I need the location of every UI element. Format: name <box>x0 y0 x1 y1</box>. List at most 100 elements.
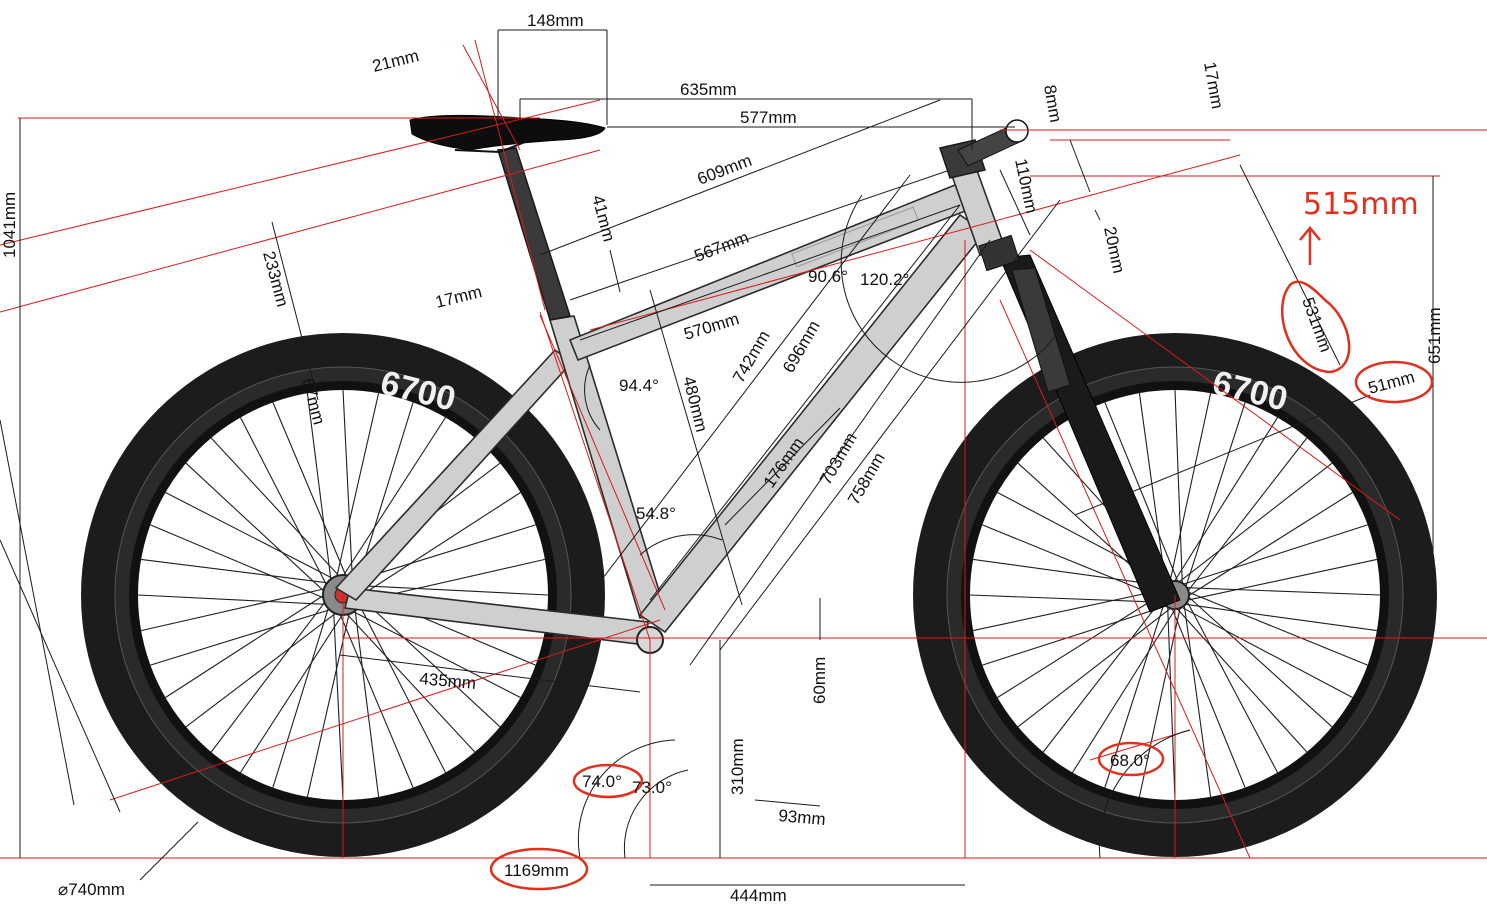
frame <box>334 114 1181 654</box>
spoke <box>141 558 330 584</box>
spoke <box>1186 601 1278 773</box>
spoke <box>1188 596 1333 728</box>
label-651mm: 651mm <box>1425 307 1444 364</box>
spoke <box>338 612 414 788</box>
spoke <box>360 492 521 596</box>
label-758mm: 758mm <box>844 449 889 508</box>
angle-labels: 90.6° 120.2° 94.4° 54.8° 74.0° 73.0° 68.… <box>582 267 1150 797</box>
label-angle-73: 73.0° <box>632 778 672 797</box>
saddle <box>409 114 606 151</box>
spoke <box>210 600 327 753</box>
spoke <box>272 606 330 788</box>
spoke <box>354 608 380 797</box>
spoke <box>1176 608 1308 753</box>
spoke <box>1174 417 1278 582</box>
spoke <box>360 597 501 728</box>
label-742mm: 742mm <box>729 327 774 386</box>
rear-spokes <box>137 389 549 801</box>
spoke <box>1138 393 1167 585</box>
circle-1169 <box>489 847 589 891</box>
spoke <box>982 524 1162 599</box>
spoke <box>140 587 327 632</box>
handwritten-highlights: 515mm <box>489 187 1434 891</box>
spoke <box>1187 437 1308 591</box>
label-41mm: 41mm <box>588 193 619 244</box>
spoke <box>1188 492 1353 596</box>
spoke <box>982 605 1167 666</box>
label-480mm: 480mm <box>679 374 711 434</box>
dim-609-line <box>539 99 941 256</box>
spoke <box>1183 524 1368 585</box>
label-635mm: 635mm <box>680 80 737 99</box>
label-17mm-top: 17mm <box>1200 60 1227 110</box>
spoke <box>335 392 380 579</box>
seatpost <box>497 147 571 321</box>
label-577mm: 577mm <box>740 108 797 127</box>
spoke <box>1179 462 1333 583</box>
spoke <box>342 417 446 578</box>
label-21mm: 21mm <box>370 46 420 76</box>
spoke <box>997 594 1162 698</box>
spoke <box>150 608 332 666</box>
circle-74 <box>572 763 644 799</box>
arrow-up-icon <box>1299 226 1321 265</box>
label-696mm: 696mm <box>779 317 824 376</box>
spoke <box>210 437 341 578</box>
spoke <box>358 585 549 596</box>
label-angle-94-4: 94.4° <box>619 376 659 395</box>
spoke <box>1042 599 1163 753</box>
spoke <box>973 558 1165 587</box>
spoke <box>137 594 328 605</box>
label-8mm: 8mm <box>1040 83 1065 124</box>
spoke <box>1185 603 1377 632</box>
spoke <box>345 612 476 753</box>
spoke <box>1072 608 1176 773</box>
spoke <box>1104 603 1165 788</box>
label-wheel-diameter: ⌀740mm <box>58 880 125 899</box>
spoke <box>1104 402 1179 582</box>
circle-531 <box>1280 280 1351 374</box>
label-angle-54-8: 54.8° <box>636 504 676 523</box>
spoke <box>358 603 446 773</box>
spoke <box>354 524 536 582</box>
label-435mm: 435mm <box>419 669 477 693</box>
spoke <box>1167 606 1176 801</box>
spoke <box>185 462 326 593</box>
label-angle-120-2: 120.2° <box>860 270 909 289</box>
label-444mm: 444mm <box>730 886 787 905</box>
circle-51 <box>1354 360 1434 404</box>
spoke <box>1169 392 1212 583</box>
spoke <box>356 402 414 584</box>
label-1169mm: 1169mm <box>504 861 569 880</box>
spoke <box>165 594 326 698</box>
label-angle-90-6: 90.6° <box>808 267 848 286</box>
label-60mm: 60mm <box>810 657 829 704</box>
label-567mm: 567mm <box>692 228 752 266</box>
spoke <box>240 612 344 773</box>
spoke <box>1181 606 1353 698</box>
dim-435-line <box>339 654 641 693</box>
spoke <box>333 610 344 801</box>
spoke <box>1187 558 1378 601</box>
spoke <box>1183 605 1212 797</box>
spoke <box>150 524 326 600</box>
spoke <box>969 594 1164 603</box>
spoke <box>1138 607 1181 798</box>
spoke <box>1017 607 1171 728</box>
label-51mm: 51mm <box>1366 367 1417 398</box>
label-148mm: 148mm <box>527 11 584 30</box>
dimension-lines <box>0 29 1434 886</box>
label-20mm: 20mm <box>1100 225 1128 275</box>
label-93mm: 93mm <box>778 806 827 829</box>
spoke <box>165 492 335 580</box>
label-angle-74: 74.0° <box>582 772 622 791</box>
reference-lines <box>0 39 1487 859</box>
label-angle-68: 68.0° <box>1110 751 1150 770</box>
spoke <box>1185 402 1246 587</box>
label-110mm: 110mm <box>1011 157 1041 215</box>
spoke <box>272 402 348 578</box>
spoke <box>972 589 1163 632</box>
spoke <box>351 610 521 698</box>
handwritten-515: 515mm <box>1303 187 1419 222</box>
